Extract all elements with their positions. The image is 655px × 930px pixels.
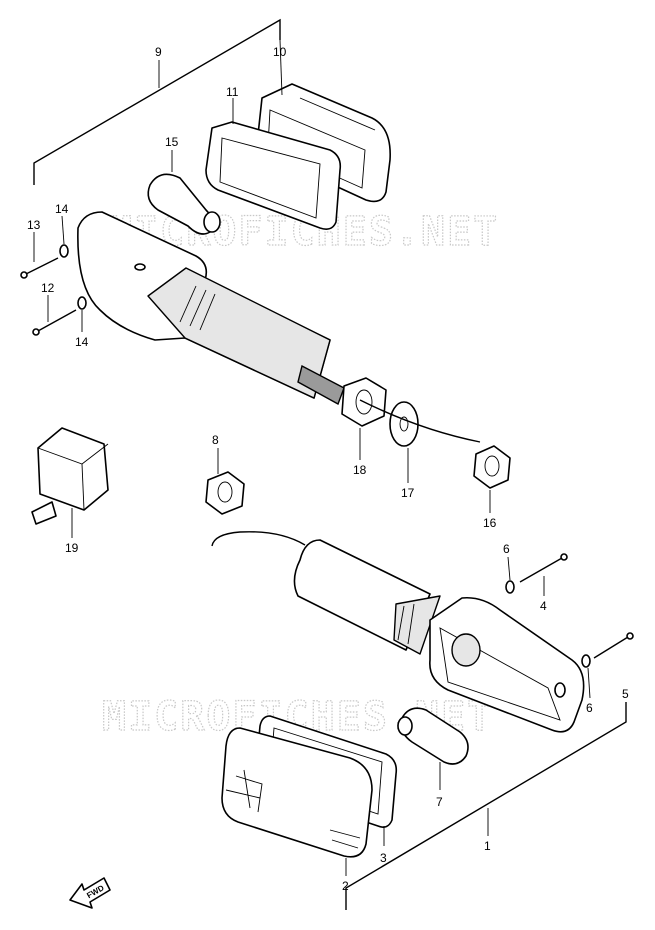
part-9-indicator-body [77, 211, 345, 406]
callout-3: 3 [380, 851, 387, 865]
callout-9: 9 [155, 45, 162, 59]
part-19-relay [31, 427, 109, 538]
leader-6b [587, 667, 591, 699]
part-18-nut [341, 377, 387, 460]
callout-2: 2 [342, 879, 349, 893]
callout-7: 7 [436, 795, 443, 809]
callout-8: 8 [212, 433, 219, 447]
part-6-washer-a [505, 556, 515, 594]
part-7-bulb [397, 707, 469, 790]
callout-12: 12 [41, 281, 55, 295]
part-2-lens [221, 727, 373, 876]
bracket-1 [345, 702, 627, 910]
callout-14-b: 14 [75, 335, 89, 349]
fwd-arrow-icon: FWD [69, 877, 111, 909]
part-6-washer-b [581, 654, 591, 699]
leader-6a [507, 556, 511, 581]
callout-17: 17 [401, 486, 415, 500]
callout-6-a: 6 [503, 542, 510, 556]
leader-14a [61, 215, 65, 245]
wire-top [359, 399, 481, 443]
callout-1: 1 [484, 839, 491, 853]
part-5-screw [593, 632, 634, 659]
callout-15: 15 [165, 135, 179, 149]
part-1-indicator-body [293, 539, 585, 733]
callout-13: 13 [27, 218, 41, 232]
part-8-nut [205, 448, 245, 515]
callout-18: 18 [353, 463, 367, 477]
leader-10 [279, 39, 283, 96]
part-4-screw [519, 553, 568, 596]
callout-4: 4 [540, 599, 547, 613]
part-11-gasket [205, 98, 342, 230]
callout-16: 16 [483, 516, 497, 530]
part-16-nut [473, 445, 511, 513]
part-12-screw [32, 295, 77, 336]
wire-bottom [211, 531, 306, 547]
part-15-bulb [147, 150, 221, 235]
callout-5: 5 [622, 687, 629, 701]
callout-10: 10 [273, 45, 287, 59]
callout-6-b: 6 [586, 701, 593, 715]
callout-11: 11 [226, 85, 239, 99]
callout-19: 19 [65, 541, 79, 555]
part-14-washer-a [59, 215, 69, 258]
part-13-screw [20, 232, 59, 279]
part-14-washer-b [77, 296, 87, 332]
bracket-9 [33, 18, 281, 185]
callout-14-a: 14 [55, 202, 69, 216]
part-17-washer [389, 401, 419, 483]
